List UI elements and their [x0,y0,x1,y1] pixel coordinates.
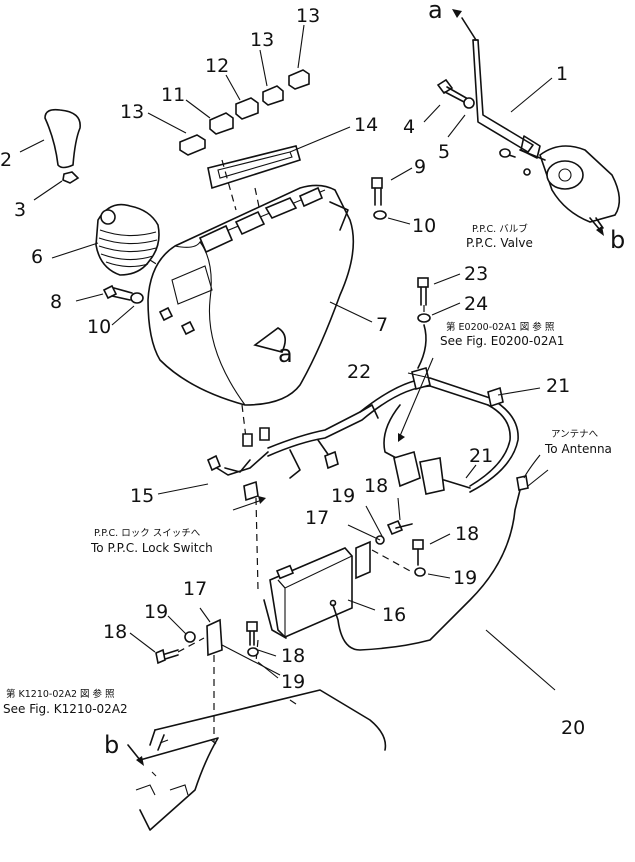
callout-8: 8 [50,291,62,313]
caption-antenna-jp: アンテナへ [551,429,599,440]
callout-24: 24 [464,293,488,315]
washer-10b [130,292,144,304]
caption-antenna-en: To Antenna [544,442,612,456]
caption-ppc-valve-jp: P.P.C. バルブ [472,223,528,235]
ref-b-valve: b [610,226,625,254]
caption-lock-jp: P.P.C. ロック スイッチへ [94,528,201,539]
callout-12: 12 [205,55,229,77]
switch-panel [207,145,301,190]
bracket-17-right [355,519,413,580]
washer-24 [417,313,431,323]
callout-13-left: 13 [120,101,144,123]
callout-13-mid: 13 [250,29,274,51]
caption-k1210-en: See Fig. K1210-02A2 [3,702,128,716]
callout-18-top: 18 [364,475,388,497]
callout-7: 7 [376,314,388,336]
callout-1: 1 [556,63,568,85]
ref-a-top: a [428,0,443,24]
callout-19-mid: 19 [281,671,305,693]
callout-13-right: 13 [296,5,320,27]
callout-11: 11 [161,84,185,106]
callout-19-left: 19 [144,601,168,623]
bolt-18-right [412,539,424,566]
bracket-17-left [155,618,259,665]
callout-18-right: 18 [455,523,479,545]
ref-a-console: a [278,340,293,368]
ref-b-floor: b [104,731,119,759]
callout-6: 6 [31,246,43,268]
nut-3 [62,171,80,184]
callout-18-mid: 18 [281,645,305,667]
wiring-harness [206,367,519,502]
caption-ppc-valve-en: P.P.C. Valve [466,236,533,250]
callout-16: 16 [382,604,406,626]
bolt-23 [417,277,429,306]
caption-e0200-jp: 第 E0200-02A1 図 参 照 [446,321,555,333]
switch-caps [179,69,310,156]
callout-18-left: 18 [103,621,127,643]
callout-4: 4 [403,116,415,138]
callout-19-right: 19 [453,567,477,589]
console-box [147,184,355,406]
washer-10 [373,210,387,220]
callout-21-bottom: 21 [469,445,493,467]
radio-unit [263,475,529,651]
callout-17-left: 17 [183,578,207,600]
ppc-valve-lever [472,39,621,229]
callout-17-right: 17 [305,507,329,529]
washer-5 [463,97,475,109]
bolt-9 [371,177,383,206]
callout-5: 5 [438,141,450,163]
callout-22: 22 [347,361,371,383]
caption-k1210-jp: 第 K1210-02A2 図 参 照 [6,688,115,700]
rubber-boot [95,203,160,276]
callout-23: 23 [464,263,488,285]
callout-10-top: 10 [412,215,436,237]
bolt-8 [102,284,133,301]
callout-21-top: 21 [546,375,570,397]
callout-3: 3 [14,199,26,221]
lever-knob [44,108,81,169]
callout-2: 2 [0,149,12,171]
bolt-4 [436,78,469,104]
callout-19-top: 19 [331,485,355,507]
callout-10-left: 10 [87,316,111,338]
callout-14: 14 [354,114,378,136]
caption-lock-en: To P.P.C. Lock Switch [90,541,213,555]
floor-plate [135,689,387,831]
caption-e0200-en: See Fig. E0200-02A1 [440,334,564,348]
callout-9: 9 [414,156,426,178]
callout-15: 15 [130,485,154,507]
callout-20: 20 [561,717,585,739]
